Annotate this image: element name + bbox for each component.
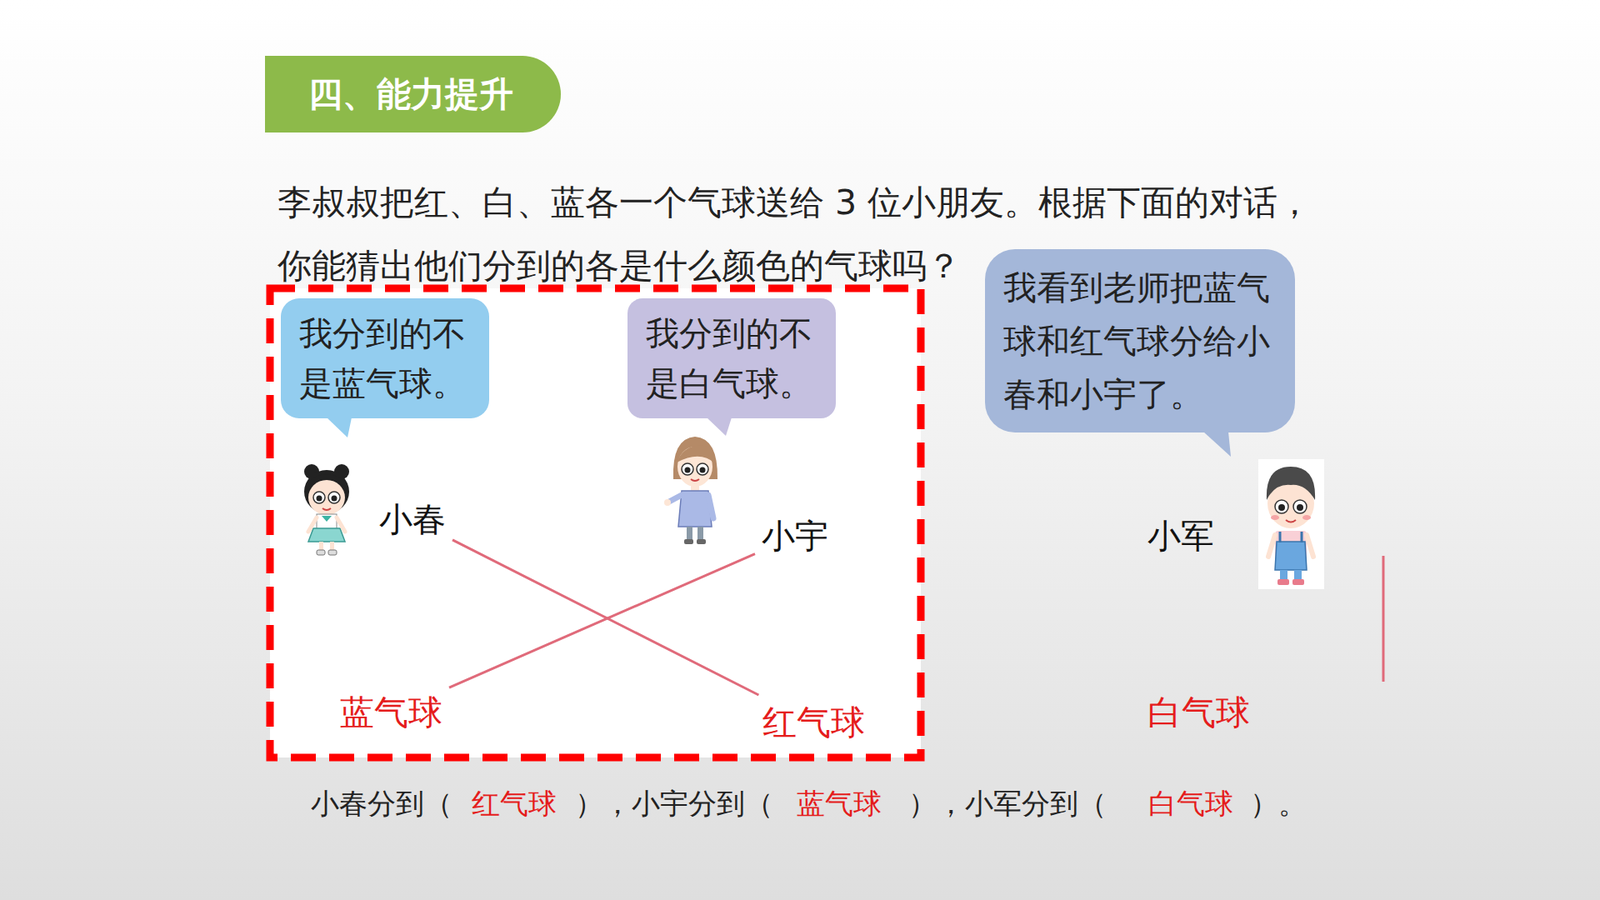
balloon-label: 红气球 [759, 698, 869, 748]
woman-figure [664, 436, 718, 545]
balloon-label: 蓝气球 [336, 688, 446, 738]
match-line [449, 554, 755, 689]
bubble-tail [706, 417, 740, 438]
node-text: 小军 [1147, 513, 1215, 560]
speech-bubble: 我看到老师把蓝气球和红气球分给小春和小宇了。 [985, 249, 1295, 433]
node-text: 白气球 [1147, 690, 1250, 736]
answer-text: ）。 [1250, 785, 1307, 824]
bubble-tail [326, 417, 360, 440]
bubble-tail-shape [326, 417, 352, 438]
answer-fill: 红气球 [471, 785, 557, 824]
dashed-frame [270, 288, 921, 758]
speech-bubble: 我分到的不是白气球。 [627, 298, 836, 419]
bubble-tail-shape [706, 417, 732, 436]
answer-fill: 白气球 [1148, 785, 1234, 824]
node-text: 我分到的不是白气球。 [645, 308, 818, 409]
node-text: 小春 [379, 496, 446, 543]
name-label: 小春 [375, 495, 450, 545]
node-text: 红气球 [762, 700, 865, 746]
section-banner: 四、能力提升 [265, 55, 561, 133]
bubble-tail [1203, 431, 1237, 459]
answer-text: 小春分到（ [310, 785, 453, 824]
node-text: 我看到老师把蓝气球和红气球分给小春和小宇了。 [1003, 260, 1277, 421]
speech-bubble: 我分到的不是蓝气球。 [280, 298, 490, 419]
name-label: 小军 [1144, 511, 1218, 561]
boy-figure [1258, 459, 1325, 590]
leader-line [1382, 555, 1385, 682]
balloon-label: 白气球 [1144, 688, 1254, 738]
match-line [452, 540, 759, 695]
girl-figure [304, 464, 350, 555]
name-label: 小宇 [758, 511, 832, 561]
answer-text: ），小军分到（ [908, 785, 1107, 824]
bubble-tail-shape [1203, 431, 1231, 457]
node-text: 我分到的不是蓝气球。 [299, 308, 471, 409]
answer-text: ），小宇分到（ [575, 785, 774, 824]
node-text: 小宇 [761, 513, 829, 560]
node-text: 四、能力提升 [308, 55, 561, 133]
node-text: 蓝气球 [340, 690, 443, 736]
answer-fill: 蓝气球 [796, 785, 882, 824]
